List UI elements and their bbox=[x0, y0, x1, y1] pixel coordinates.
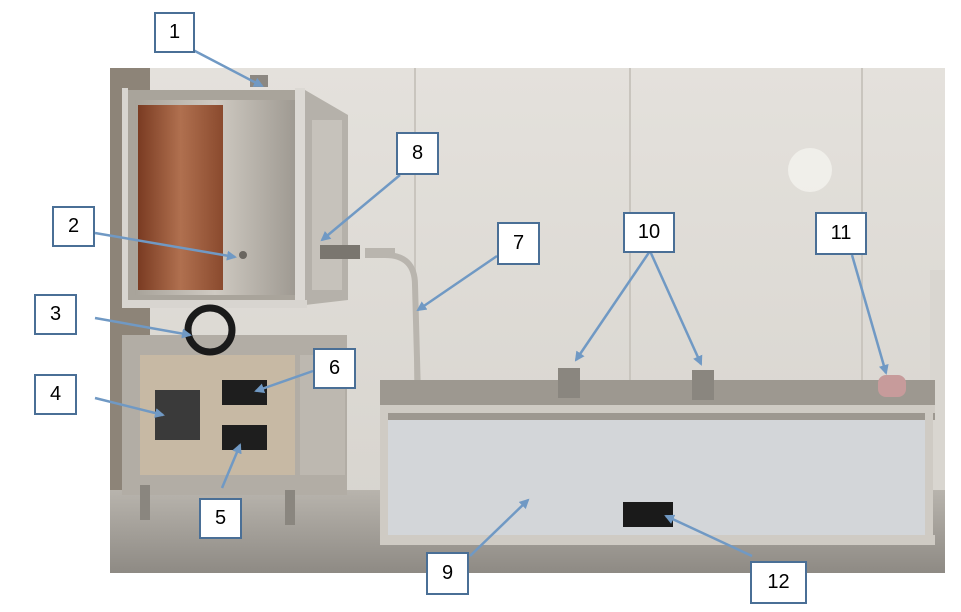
callout-label: 8 bbox=[411, 142, 424, 164]
callout-5: 5 bbox=[199, 498, 242, 539]
arrow-2 bbox=[94, 231, 237, 261]
callout-4: 4 bbox=[34, 374, 77, 415]
callout-9: 9 bbox=[426, 552, 469, 595]
arrow-11 bbox=[850, 254, 889, 375]
upper-chamber bbox=[122, 75, 395, 308]
arrow-5 bbox=[220, 443, 242, 489]
arrow-1 bbox=[192, 48, 264, 88]
callout-1: 1 bbox=[154, 12, 195, 53]
callout-label: 6 bbox=[328, 357, 341, 379]
lower-cabinet bbox=[122, 304, 347, 525]
callout-2: 2 bbox=[52, 206, 95, 247]
callout-8: 8 bbox=[396, 132, 439, 175]
callout-label: 4 bbox=[49, 383, 62, 405]
callout-label: 9 bbox=[441, 562, 454, 584]
arrow-10b bbox=[648, 250, 703, 366]
callout-label: 10 bbox=[637, 221, 661, 243]
callout-label: 3 bbox=[49, 303, 62, 325]
arrow-6 bbox=[254, 369, 314, 394]
callout-label: 12 bbox=[767, 571, 790, 593]
arrow-3 bbox=[94, 316, 192, 339]
tank bbox=[380, 368, 935, 545]
arrow-4 bbox=[94, 396, 165, 418]
callout-12: 12 bbox=[750, 561, 807, 604]
callout-label: 11 bbox=[830, 222, 852, 244]
callout-label: 2 bbox=[67, 215, 80, 237]
outlet-pipe bbox=[384, 252, 421, 396]
callout-label: 1 bbox=[168, 21, 181, 43]
arrow-9 bbox=[469, 498, 530, 557]
arrow-7 bbox=[416, 254, 498, 312]
callout-3: 3 bbox=[34, 294, 77, 335]
callout-7: 7 bbox=[497, 222, 540, 265]
callout-10: 10 bbox=[623, 212, 675, 253]
callout-label: 5 bbox=[214, 507, 227, 529]
callout-6: 6 bbox=[313, 348, 356, 389]
arrow-8 bbox=[320, 174, 401, 242]
callout-11: 11 bbox=[815, 212, 867, 255]
arrow-10a bbox=[574, 250, 652, 362]
arrow-12 bbox=[664, 514, 753, 558]
callout-label: 7 bbox=[512, 232, 525, 254]
